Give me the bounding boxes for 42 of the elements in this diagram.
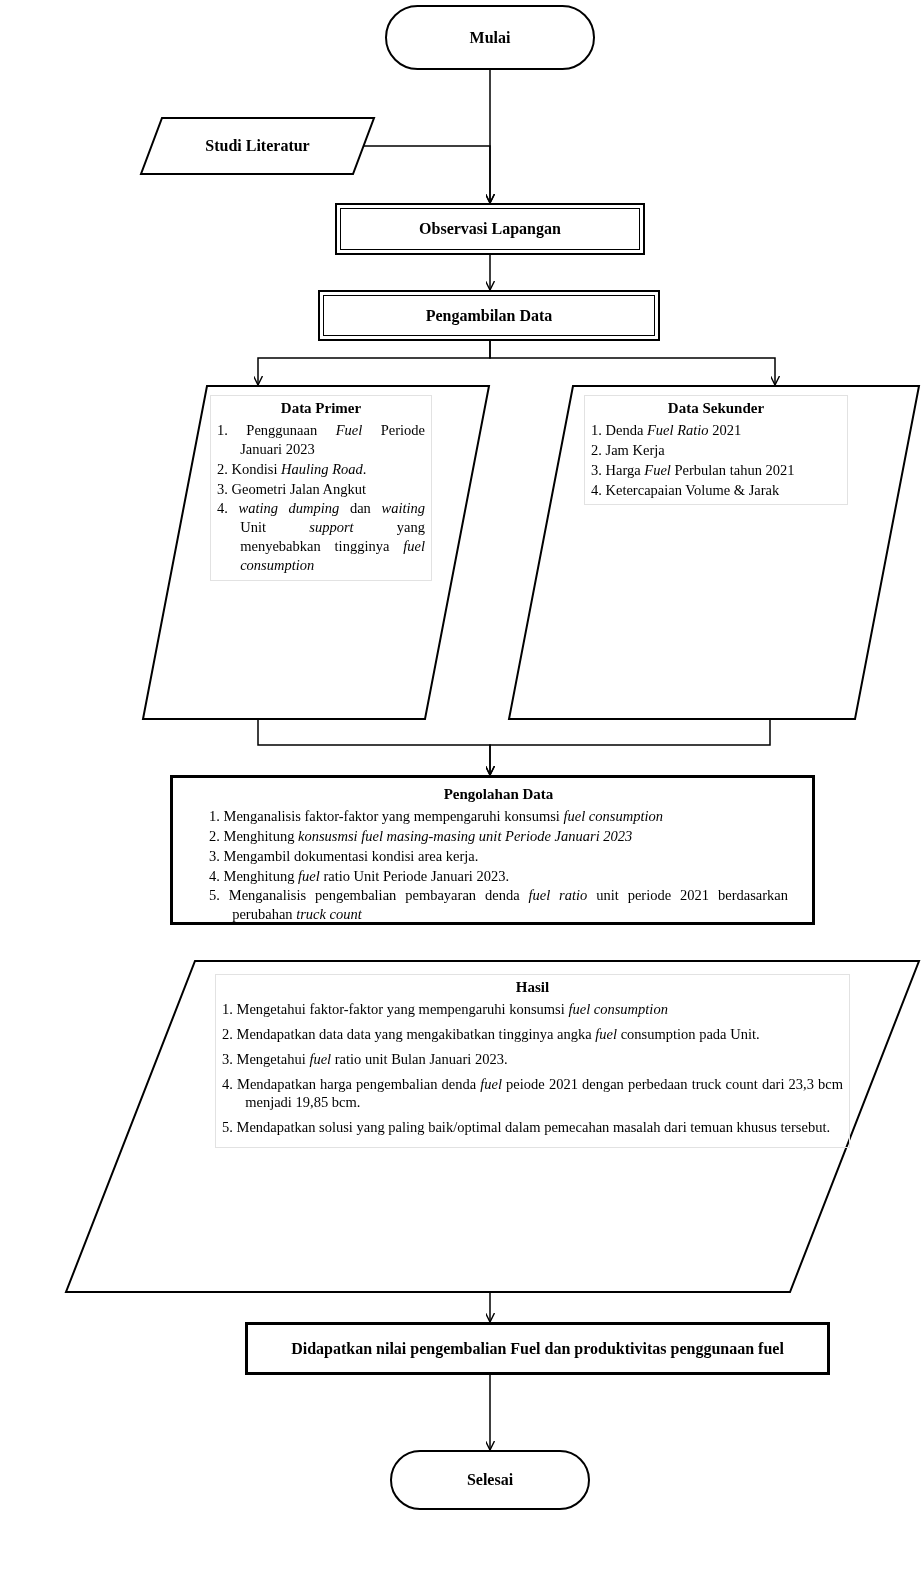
process-box [318, 290, 660, 341]
list-item: 5. Mendapatkan solusi yang paling baik/optimal dalam pemecahan masalah dari temuan khusus tersebut. [222, 1118, 832, 1138]
arrow [484, 719, 771, 776]
node-heading: Studi Literatur [204, 137, 311, 155]
list-item: 5. Menganalisis pengembalian pembayaran denda fuel ratio unit periode 2021 berdasarkan perubahan truck count [209, 886, 788, 925]
list-item: 4. Mendapatkan harga pengembalian denda fuel peiode 2021 dengan perbedaan truck count dari 23,3 bcm menjadi 19,85 bcm. [222, 1074, 843, 1113]
node-heading: Pengolahan Data [442, 786, 555, 803]
list-item: 2. Kondisi Hauling Road. [217, 459, 368, 479]
list-item: 1. Penggunaan Fuel Periode Januari 2023 [217, 421, 425, 459]
list-item: 1. Menganalisis faktor-faktor yang mempengaruhi konsumsi fuel consumption [209, 807, 664, 826]
node-heading: Selesai [465, 1471, 515, 1489]
data-parallelogram [142, 385, 490, 720]
list-item: 1. Mengetahui faktor-faktor yang mempengaruhi konsumsi fuel consumption [222, 1000, 669, 1019]
data-parallelogram [508, 385, 920, 720]
process-box [170, 775, 815, 925]
end-terminal [390, 1450, 590, 1510]
list-item: 2. Mendapatkan data data yang mengakibatkan tingginya angka fuel consumption pada Unit. [222, 1024, 761, 1044]
list-item: 2. Jam Kerja [591, 440, 666, 460]
node-heading: Data Primer [279, 400, 363, 417]
node-heading: Observasi Lapangan [418, 220, 562, 238]
arrow [484, 1374, 496, 1451]
process-box [335, 203, 645, 255]
list-item: 3. Harga Fuel Perbulan tahun 2021 [591, 460, 796, 480]
node-heading: Didapatkan nilai pengembalian Fuel dan produktivitas penggunaan fuel [290, 1339, 785, 1358]
list-item: 3. Geometri Jalan Angkut [217, 479, 367, 499]
arrow [484, 1292, 496, 1323]
arrow [484, 254, 496, 291]
arrow [489, 340, 781, 386]
list-item: 3. Mengetahui fuel ratio unit Bulan Januari 2023. [222, 1049, 509, 1069]
input-parallelogram [140, 117, 375, 175]
result-box [245, 1322, 830, 1375]
node-heading: Hasil [514, 979, 551, 996]
output-parallelogram [65, 960, 920, 1293]
list-item: 1. Denda Fuel Ratio 2021 [591, 421, 743, 440]
list-item: 2. Menghitung konsusmsi fuel masing-masing unit Periode Januari 2023 [209, 826, 634, 846]
node-heading: Data Sekunder [666, 400, 766, 417]
list-item: 4. wating dumping dan waiting Unit support yang menyebabkan tingginya fuel consumption [217, 499, 425, 575]
list-item: 4. Ketercapaian Volume & Jarak [591, 480, 781, 500]
node-heading: Mulai [468, 28, 512, 47]
list-item: 3. Mengambil dokumentasi kondisi area kerja. [209, 846, 480, 866]
list-item: 4. Menghitung fuel ratio Unit Periode Januari 2023. [209, 866, 511, 886]
node-heading: Pengambilan Data [424, 306, 554, 325]
